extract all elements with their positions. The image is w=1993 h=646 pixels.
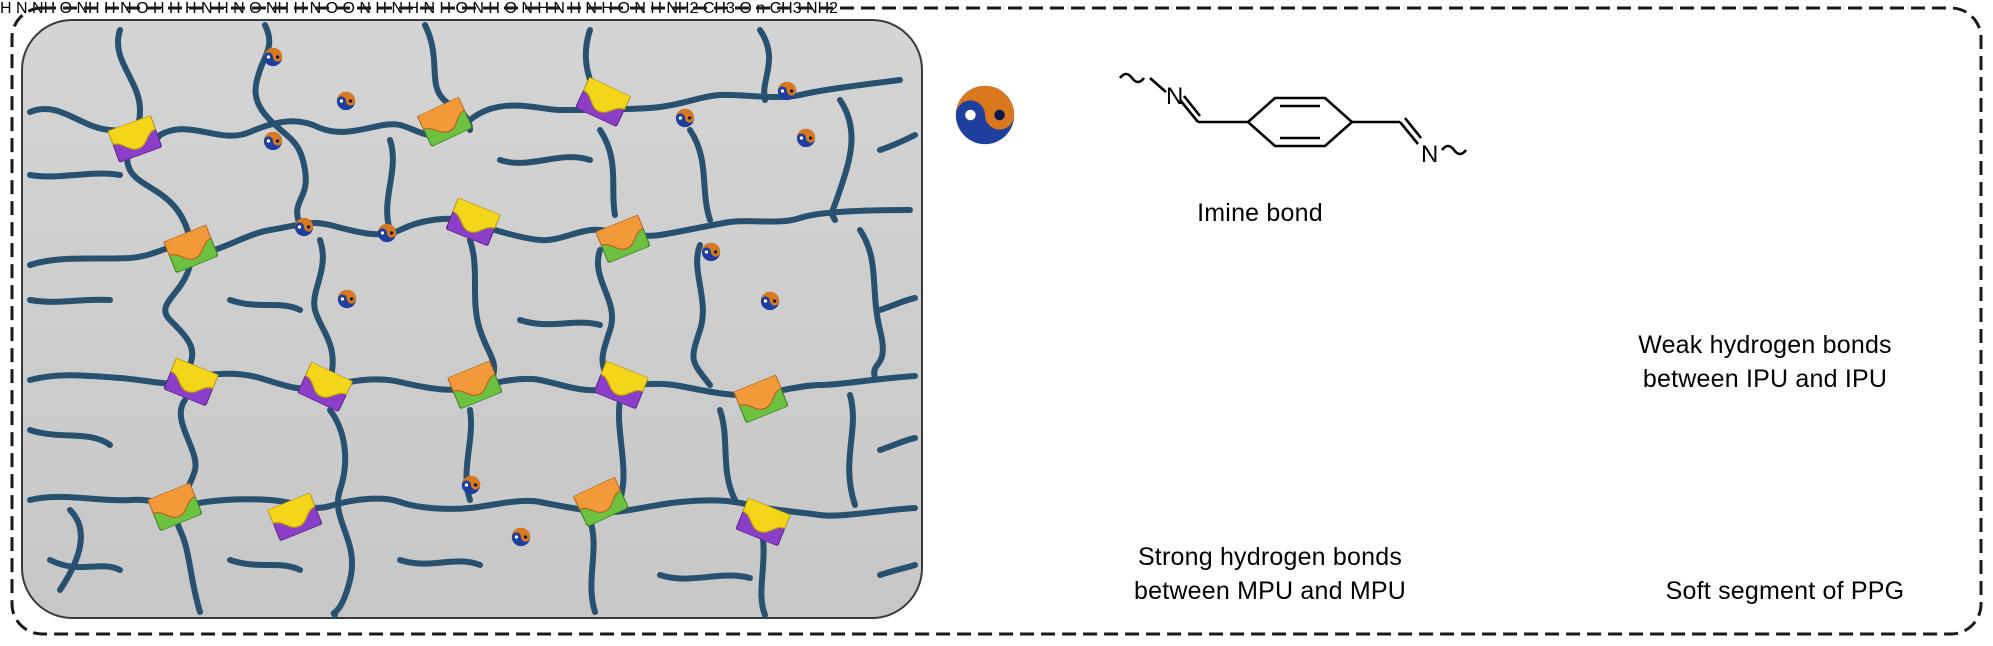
atom-label: O (136, 0, 149, 17)
imine-bead (263, 47, 283, 67)
atom-label: N (472, 0, 484, 17)
atom-label: O (325, 0, 339, 17)
atom-label: NH (806, 0, 830, 17)
atom-label: N (16, 0, 28, 17)
imine-bead (511, 527, 531, 547)
strong-hbond-caption: Strong hydrogen bonds between MPU and MP… (1080, 540, 1460, 608)
imine-bead (337, 289, 357, 309)
imine-bead (760, 291, 780, 311)
atom-label: N (391, 0, 403, 17)
imine-bead (263, 131, 283, 151)
atom-label: N (120, 0, 132, 17)
atom-label: 3 (725, 0, 735, 17)
imine-bead (461, 475, 481, 495)
imine-bead (294, 217, 314, 237)
imine-bead (796, 128, 816, 148)
imine-structure (1118, 72, 1468, 156)
imine-bead (377, 223, 397, 243)
atom-label: H (0, 0, 12, 17)
atom-label: N (201, 0, 213, 17)
strong-hbond-caption-line2: between MPU and MPU (1134, 577, 1406, 605)
atom-label: H (407, 0, 420, 17)
soft-segment-caption: Soft segment of PPG (1665, 577, 1905, 605)
imine-bond-icon (955, 85, 1015, 145)
weak-hbond-caption-line1: Weak hydrogen bonds (1638, 331, 1892, 359)
imine-n-right: N (1421, 141, 1438, 168)
weak-hbond-caption-line2: between IPU and IPU (1642, 365, 1888, 393)
atom-label: H (601, 0, 613, 17)
network-background (21, 19, 923, 619)
legend-imine: N N (955, 72, 1468, 168)
outer-dashed-frame (10, 6, 1983, 636)
imine-bead (777, 81, 797, 101)
imine-bead (701, 242, 721, 262)
atom-label: 3 (792, 0, 802, 17)
strong-hbond-caption-line1: Strong hydrogen bonds (1137, 543, 1403, 571)
imine-bead (336, 91, 356, 111)
atom-label: O (455, 0, 468, 17)
polymer-network (21, 19, 923, 619)
atom-label: H (537, 0, 549, 17)
atom-label: 2 (829, 0, 839, 17)
imine-n-left: N (1166, 83, 1183, 110)
imine-bead (675, 108, 695, 128)
weak-hbond-caption: Weak hydrogen bonds between IPU and IPU (1590, 328, 1940, 396)
atom-label: O (617, 0, 630, 17)
imine-bond-caption: Imine bond (1197, 199, 1323, 227)
